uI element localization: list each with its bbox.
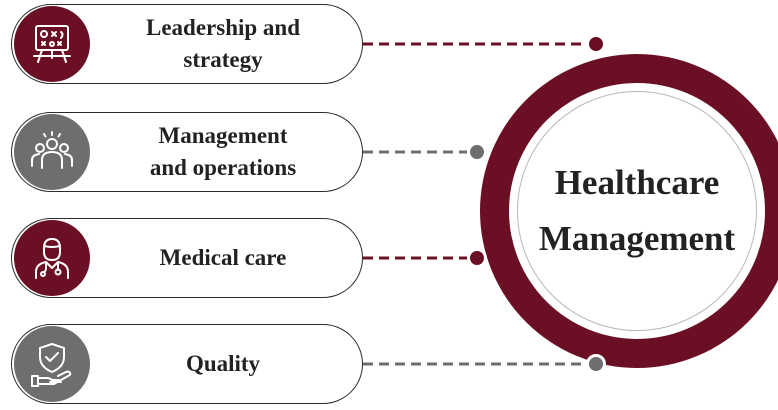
strategy-board-icon xyxy=(14,6,90,82)
center-title-line1: Healthcare xyxy=(554,163,720,202)
item-management-operations: Management and operations xyxy=(11,112,363,192)
item-label-line2: strategy xyxy=(183,47,263,72)
item-medical-care: Medical care xyxy=(11,218,363,298)
item-leadership-strategy: Leadership and strategy xyxy=(11,4,363,84)
connector-dot-management xyxy=(467,142,487,162)
item-label: Management and operations xyxy=(104,113,342,191)
quality-shield-hand-icon xyxy=(14,326,90,402)
item-label: Leadership and strategy xyxy=(104,5,342,83)
center-title: Healthcare Management xyxy=(509,83,765,339)
item-quality: Quality xyxy=(11,324,363,404)
item-label-line2: and operations xyxy=(149,155,297,180)
item-label: Medical care xyxy=(104,219,342,297)
item-label-line1: Management xyxy=(158,123,288,148)
connector-dot-quality xyxy=(586,354,606,374)
item-label-line1: Leadership and xyxy=(145,15,300,40)
connector-dot-leadership xyxy=(586,34,606,54)
item-label: Quality xyxy=(104,325,342,403)
connector-dot-medical xyxy=(467,248,487,268)
center-title-line2: Management xyxy=(538,219,736,258)
center-ring: Healthcare Management xyxy=(480,54,778,368)
center-disc: Healthcare Management xyxy=(509,83,765,339)
doctor-icon xyxy=(14,220,90,296)
item-label-line1: Quality xyxy=(185,351,261,376)
inner-ring-outline xyxy=(517,91,757,331)
team-icon xyxy=(14,114,90,190)
item-label-line1: Medical care xyxy=(159,245,287,270)
